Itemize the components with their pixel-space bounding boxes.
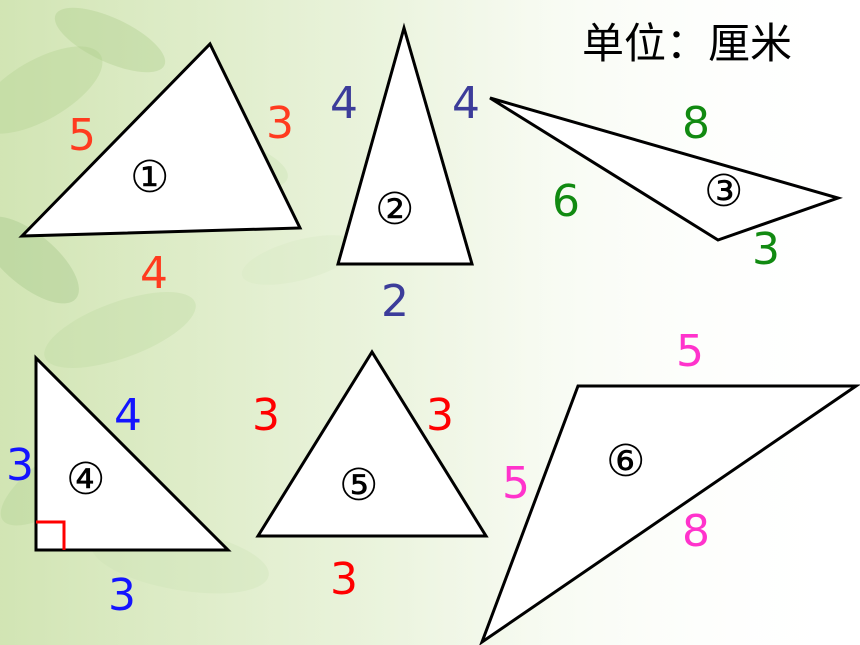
triangle-1-side-right: 3 — [266, 98, 294, 149]
triangle-6: ⑥ 5 5 8 — [479, 326, 860, 645]
triangle-1-side-left: 5 — [68, 110, 96, 161]
triangle-2-side-right: 4 — [452, 78, 480, 129]
triangle-2-shape — [336, 22, 474, 266]
unit-label: 单位：厘米 — [582, 19, 792, 68]
triangle-5-side-bottom: 3 — [330, 554, 358, 605]
triangle-1: ① 5 3 4 — [18, 41, 303, 299]
triangle-4: ④ 4 3 3 — [6, 354, 232, 621]
triangle-5-side-right: 3 — [426, 390, 454, 441]
triangle-5-label: ⑤ — [339, 460, 378, 511]
triangle-4-side-left: 3 — [6, 440, 34, 491]
right-angle-mark — [36, 520, 66, 550]
triangle-5-side-left: 3 — [252, 390, 280, 441]
triangle-2-side-left: 4 — [330, 78, 358, 129]
triangle-5: ⑤ 3 3 3 — [252, 349, 489, 605]
triangle-5-shape — [255, 349, 489, 538]
triangle-3-side-bottom: 3 — [752, 224, 780, 275]
triangle-4-side-hypotenuse: 4 — [114, 390, 142, 441]
triangle-3-side-left: 6 — [552, 176, 580, 227]
triangle-6-side-right: 8 — [682, 506, 710, 557]
triangle-6-shape — [479, 384, 860, 645]
triangle-6-side-top: 5 — [676, 326, 704, 377]
triangle-2-label: ② — [375, 184, 414, 235]
triangle-2: ② 4 4 2 — [330, 22, 480, 327]
triangle-1-label: ① — [130, 152, 169, 203]
triangle-4-side-bottom: 3 — [108, 570, 136, 621]
triangle-1-side-bottom: 4 — [140, 248, 168, 299]
triangle-4-shape — [34, 354, 232, 552]
triangle-1-shape — [18, 41, 303, 238]
triangle-3-label: ③ — [704, 166, 743, 217]
triangle-3: ③ 8 6 3 — [489, 96, 843, 275]
triangle-6-side-left: 5 — [502, 458, 530, 509]
triangle-2-side-bottom: 2 — [381, 276, 409, 327]
triangle-3-shape — [489, 96, 843, 242]
triangle-4-label: ④ — [66, 454, 105, 505]
triangle-3-side-top: 8 — [682, 98, 710, 149]
triangle-6-label: ⑥ — [606, 436, 645, 487]
